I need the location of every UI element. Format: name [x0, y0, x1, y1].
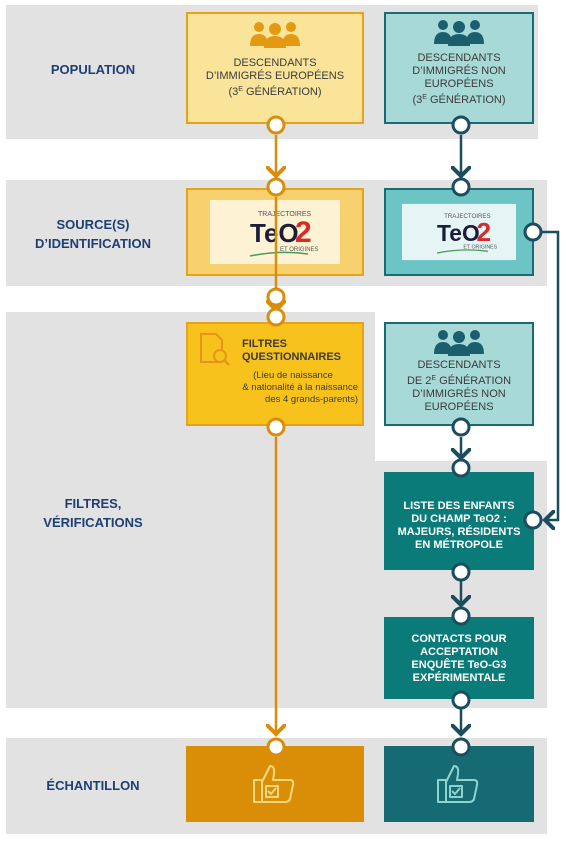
svg-text:2: 2 — [477, 217, 492, 247]
filter-note-line3: des 4 grands-parents) — [265, 394, 358, 405]
filters-label-line2: VÉRIFICATIONS — [43, 515, 143, 530]
european-title-line3: (3E GÉNÉRATION) — [228, 86, 322, 98]
thumbs-up-checkbox-icon — [437, 765, 479, 803]
list-line4: EN MÉTROPOLE — [414, 539, 503, 551]
second-gen-line3: D’IMMIGRÉS NON — [412, 388, 506, 400]
non-european-connector-dots — [451, 115, 543, 757]
svg-text:TRAJECTOIRES: TRAJECTOIRES — [258, 211, 311, 218]
contacts-line2: ACCEPTATION — [420, 646, 498, 658]
contacts-line3: ENQUÊTE TeO-G3 — [411, 659, 507, 671]
source-label-line2: D’IDENTIFICATION — [34, 236, 152, 251]
second-gen-line2: DE 2E GÉNÉRATION — [406, 375, 512, 387]
non-european-title-line2: D’IMMIGRÉS NON — [412, 65, 506, 77]
filter-note-line1: (Lieu de naissance — [253, 370, 333, 381]
document-search-icon — [200, 333, 230, 366]
sample-label: ÉCHANTILLON — [46, 778, 140, 793]
non-european-title-line4: (3E GÉNÉRATION) — [412, 94, 506, 106]
non-european-title-line1: DESCENDANTS — [417, 52, 501, 64]
filter-title-line2: QUESTIONNAIRES — [242, 351, 342, 363]
svg-text:TeO: TeO — [250, 218, 299, 248]
second-gen-line1: DESCENDANTS — [417, 359, 501, 371]
filter-title-line1: FILTRES — [242, 338, 288, 350]
non-european-title-line3: EUROPÉENS — [424, 78, 494, 90]
teo2-logo: TRAJECTOIRES TeO 2 ET ORIGINES — [402, 203, 516, 261]
people-group-icon — [250, 22, 300, 48]
contacts-box: CONTACTS POUR ACCEPTATION ENQUÊTE TeO-G3… — [384, 617, 534, 699]
thumbs-up-checkbox-icon — [253, 765, 295, 803]
people-group-icon — [434, 20, 484, 46]
source-label-line1: SOURCE(S) — [56, 217, 130, 232]
non-european-sample-box — [384, 746, 534, 822]
list-line1: LISTE DES ENFANTS — [403, 500, 515, 512]
contacts-line1: CONTACTS POUR — [411, 633, 507, 645]
row-label-source: SOURCE(S) D’IDENTIFICATION — [8, 215, 178, 253]
european-title-line1: DESCENDANTS — [233, 57, 317, 69]
second-generation-box: DESCENDANTS DE 2E GÉNÉRATION D’IMMIGRÉS … — [384, 322, 534, 426]
filter-note-line2: & nationalité à la naissance — [242, 382, 358, 393]
population-label: POPULATION — [50, 62, 136, 77]
people-group-icon — [434, 330, 484, 356]
row-label-population: POPULATION — [8, 60, 178, 79]
children-list-box: LISTE DES ENFANTS DU CHAMP TeO2 : MAJEUR… — [384, 472, 534, 570]
list-line3: MAJEURS, RÉSIDENTS — [397, 526, 521, 538]
svg-text:ET ORIGINES: ET ORIGINES — [463, 245, 497, 251]
svg-text:2: 2 — [295, 216, 312, 249]
svg-text:TRAJECTOIRES: TRAJECTOIRES — [444, 213, 491, 220]
second-gen-line4: EUROPÉENS — [424, 401, 494, 413]
row-label-filters: FILTRES, VÉRIFICATIONS — [8, 494, 178, 532]
european-sample-box — [186, 746, 364, 822]
contacts-line4: EXPÉRIMENTALE — [412, 672, 506, 684]
svg-text:ET ORIGINES: ET ORIGINES — [280, 247, 319, 253]
svg-text:TeO: TeO — [437, 220, 480, 246]
non-european-flow-line — [461, 135, 560, 734]
european-filter-box: FILTRES QUESTIONNAIRES (Lieu de naissanc… — [186, 322, 364, 426]
row-label-sample: ÉCHANTILLON — [8, 776, 178, 795]
european-connector-dots — [266, 115, 286, 757]
list-line2: DU CHAMP TeO2 : — [411, 513, 507, 525]
european-title-line2: D’IMMIGRÉS EUROPÉENS — [205, 70, 345, 82]
filters-label-line1: FILTRES, — [64, 496, 122, 511]
